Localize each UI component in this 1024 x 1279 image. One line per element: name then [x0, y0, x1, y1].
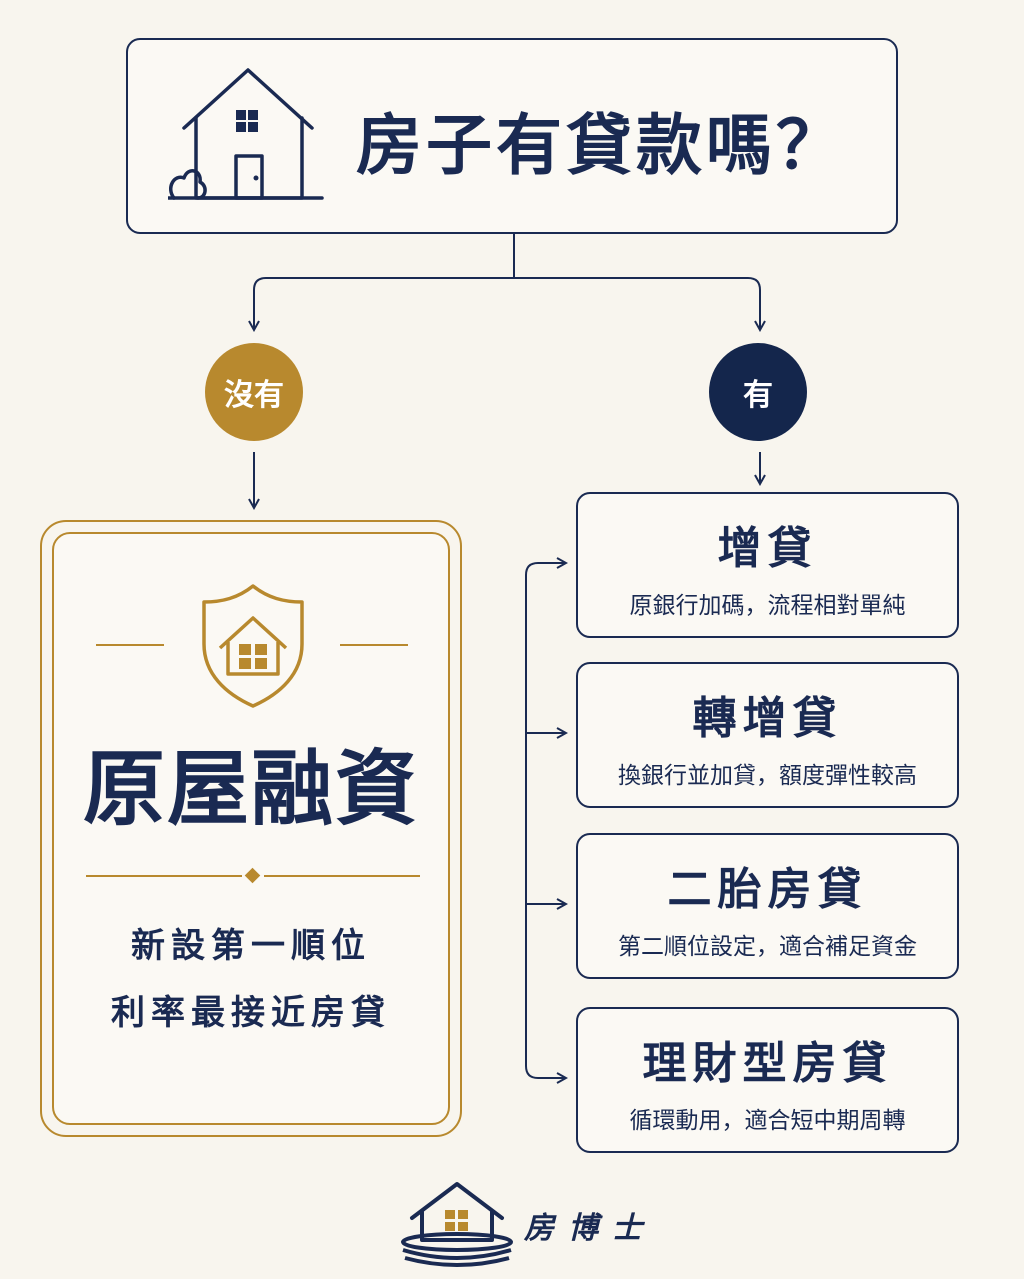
no-branch-badge: 沒有: [205, 343, 303, 441]
option-desc: 換銀行並加貸，額度彈性較高: [618, 763, 917, 789]
question-title: 房子有貸款嗎？: [356, 107, 846, 184]
house-icon: [168, 68, 324, 200]
no-branch-label: 沒有: [224, 378, 284, 413]
divider-line-right: [340, 644, 408, 646]
title-underline-left: [86, 875, 242, 877]
brand-name: 房博士: [524, 1211, 656, 1246]
option-card: 轉增貸 換銀行並加貸，額度彈性較高: [576, 662, 959, 808]
no-branch-card-frame: [40, 520, 462, 1137]
option-card: 增貸 原銀行加碼，流程相對單純: [576, 492, 959, 638]
option-title: 轉增貸: [692, 693, 843, 744]
option-title: 增貸: [717, 523, 818, 574]
option-title: 理財型房貸: [642, 1038, 893, 1089]
yes-branch-label: 有: [743, 378, 773, 413]
option-desc: 第二順位設定，適合補足資金: [618, 934, 917, 960]
shield-house-icon: [202, 584, 304, 708]
options-bus: [525, 562, 566, 1079]
no-branch-line-2: 利率最接近房貸: [111, 993, 391, 1033]
yes-branch-badge: 有: [709, 343, 807, 441]
question-box: 房子有貸款嗎？: [126, 38, 898, 234]
option-card: 理財型房貸 循環動用，適合短中期周轉: [576, 1007, 959, 1153]
option-desc: 循環動用，適合短中期周轉: [629, 1108, 906, 1134]
logo-house-icon: [401, 1182, 513, 1267]
option-title: 二胎房貸: [667, 864, 868, 915]
no-branch-title: 原屋融資: [82, 741, 419, 837]
split-line: [253, 277, 761, 330]
no-branch-card: [52, 532, 450, 1125]
divider-line-left: [96, 644, 164, 646]
option-card: 二胎房貸 第二順位設定，適合補足資金: [576, 833, 959, 979]
no-branch-line-1: 新設第一順位: [131, 926, 371, 966]
title-underline-right: [264, 875, 420, 877]
option-desc: 原銀行加碼，流程相對單純: [629, 593, 906, 619]
